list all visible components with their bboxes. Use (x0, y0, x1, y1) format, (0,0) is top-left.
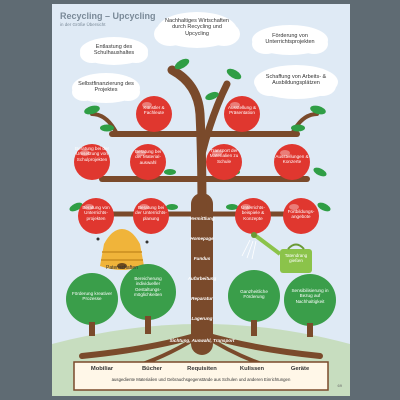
trunk-label: Homepage (190, 236, 214, 241)
apple-text: Ausstellungen & Konzerte (275, 154, 309, 165)
apple-text: Transport der Materialien zu Schule (209, 148, 239, 164)
trunk-label: Aufarbeitung (187, 276, 217, 281)
trunk-label: Reparatur (191, 296, 213, 301)
apples (74, 96, 319, 234)
bushes (66, 264, 336, 337)
apple-text: Künstler & Fachleute (143, 105, 165, 116)
hive-label: Patenschaften (106, 265, 138, 271)
trunk-label: Lagerung (191, 316, 213, 321)
cloud-text: Nachhaltiges Wirtschaften durch Recyclin… (165, 18, 229, 37)
cloud-text: Selbstfinanzierung des Projektes (78, 81, 134, 94)
beehive-icon (96, 229, 149, 270)
bush-text: Ganzheitliche Förderung (240, 289, 268, 300)
poster: Recycling – Upcycling in der Größe Übers… (52, 4, 350, 396)
page-number: 69 (337, 383, 342, 388)
cloud-text: Entlastung des Schulhaushaltes (93, 44, 135, 57)
trunk-label: Fundus (193, 256, 211, 261)
apple-text: Beratung bei der Unterrichts-planung (135, 205, 167, 221)
watering-can-label: Tatendrang gießen (284, 253, 308, 264)
cloud-text: Förderung von Unterrichtsprojekten (265, 33, 315, 46)
base-box (73, 361, 329, 391)
base-item: Requisiten (187, 366, 217, 372)
apple-text: Ausstellung & Präsentation (227, 105, 257, 116)
watering-can-icon (241, 232, 312, 273)
base-footnote: ausgediente Materialien und Gebrauchsgeg… (111, 377, 291, 382)
tree-illustration (52, 12, 350, 396)
cloud-text: Schaffung von Arbeits- & Ausbildungsplät… (265, 74, 327, 87)
page-title: Recycling – Upcycling (60, 11, 156, 21)
base-item: Geräte (290, 366, 310, 372)
page-subtitle: in der Größe Übersicht (60, 22, 106, 27)
clouds (72, 12, 338, 103)
bush-text: Sensibilisierung in Bezug auf Nachhaltig… (291, 288, 329, 304)
root-label: Sichtung, Auswahl, Transport (169, 338, 235, 343)
base-item: Kulissen (239, 366, 265, 372)
apple-text: Beratung bei der Material-auswahl (134, 149, 162, 165)
apple-text: Fortbildungs-angebote (287, 209, 315, 220)
base-item: Mobiliar (90, 366, 114, 372)
apple-text: Beratung bei der Umsetzung von Schulproj… (75, 146, 109, 162)
bush-text: Förderung kreativer Prozesse (71, 291, 113, 302)
bush-text: Bereicherung individueller Gestaltungs-m… (133, 276, 163, 297)
trunk-label: Vermittlung (189, 216, 215, 221)
base-item: Bücher (142, 366, 162, 372)
trunk (79, 65, 323, 368)
apple-text: Beratung von Unterrichts-projekten (82, 205, 110, 221)
apple-text: Unterrichts-beispiele & Konzepte (241, 205, 265, 221)
